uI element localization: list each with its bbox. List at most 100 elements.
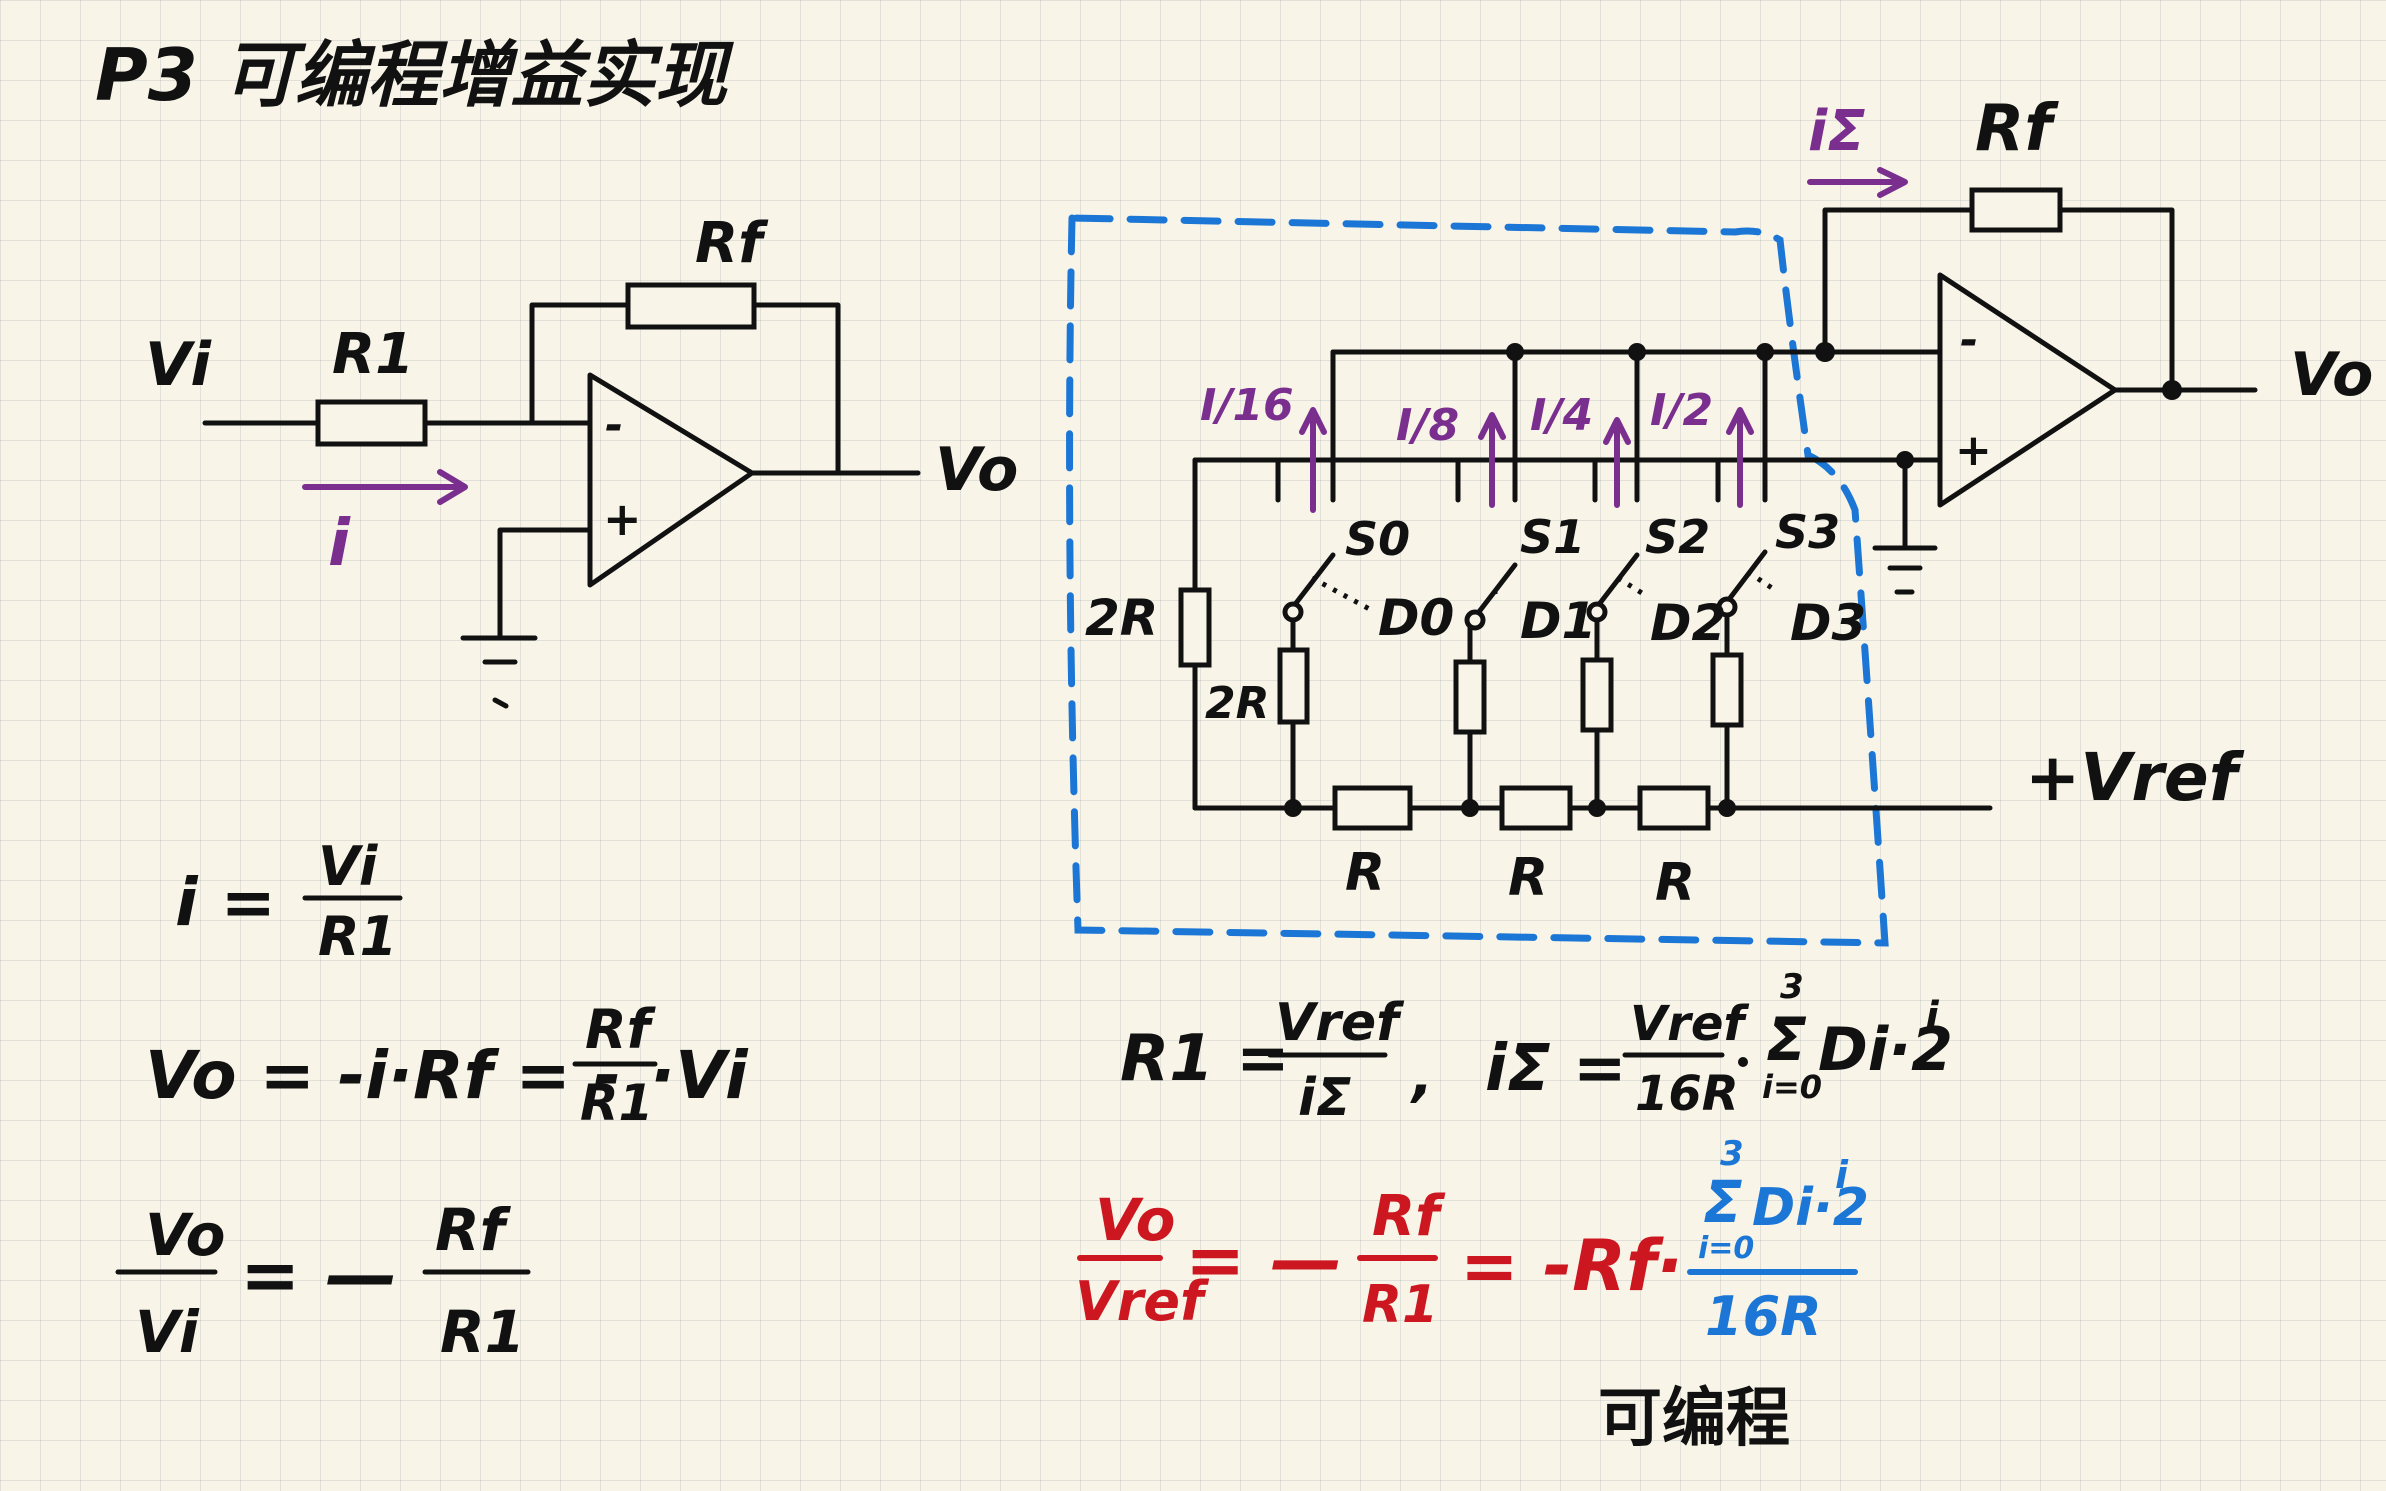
resistor-rf-label: Rf (695, 211, 769, 276)
feedback-left-wire (529, 302, 631, 426)
current-arrow-i8 (1478, 412, 1506, 508)
opamp-plus: + (603, 492, 642, 546)
r-eq1-separator: , (1410, 1044, 1433, 1109)
current-arrow-i (302, 469, 468, 505)
right-equations: R1 = Vref iΣ , iΣ = Vref 16R 3 Σ i=0 Di·… (1075, 967, 1953, 1456)
left-equations: i = Vi R1 Vo = -i·Rf = - Rf R1 ·Vi Vo Vi… (115, 835, 749, 1366)
programmable-note: 可编程 (1598, 1382, 1790, 1456)
junction-dot (1588, 799, 1606, 817)
r-eq3-numerator-2: Rf (1372, 1184, 1446, 1249)
resistor-rf-right-label: Rf (1975, 92, 2059, 166)
r-eq2-lhs: iΣ = (1485, 1032, 1627, 1106)
ladder-r-label-1: R (1345, 843, 1385, 903)
r-eq2-denominator: 16R (1635, 1066, 1739, 1122)
r-eq2-numerator: Vref (1630, 996, 1749, 1052)
r-eq3-equals: = — (1185, 1218, 1342, 1302)
resistor-2r-branch-1 (1453, 659, 1487, 735)
resistor-rf-right (1969, 187, 2063, 233)
resistor-2r-side-label: 2R (1085, 589, 1158, 647)
vref-label: +Vref (2025, 739, 2245, 816)
r-eq2-dot (1738, 1057, 1748, 1067)
current-label-i4: I/4 (1530, 390, 1593, 441)
digit-label-d3: D3 (1790, 594, 1866, 652)
eq2-numerator: Rf (585, 998, 657, 1061)
r-eq2-sum-symbol: Σ (1766, 1005, 1807, 1075)
digit-label-d2: D2 (1650, 594, 1726, 652)
r-eq3-sum-symbol: Σ (1703, 1168, 1743, 1236)
eq1-denominator: R1 (318, 905, 397, 968)
resistor-r1 (315, 399, 428, 447)
switch-label-s2: S2 (1645, 510, 1710, 564)
opamp-triangle-right (1937, 272, 2118, 508)
resistor-rf (625, 282, 757, 330)
r-eq3-denominator-3: 16R (1705, 1285, 1822, 1348)
r-eq3-sum-bottom: i=0 (1698, 1231, 1754, 1266)
resistor-r1-label: R1 (332, 322, 414, 387)
eq1-numerator: Vi (318, 835, 379, 898)
opamp-minus: - (605, 400, 623, 451)
r-eq1-numerator: Vref (1275, 993, 1405, 1053)
ladder-r-label-2: R (1508, 848, 1548, 908)
digit-label-d0: D0 (1378, 589, 1454, 647)
switch-pivot-s1 (1464, 609, 1486, 631)
resistor-2r-branch-0 (1277, 647, 1310, 725)
junction-dot (1628, 343, 1646, 361)
resistor-2r-branch-2 (1580, 657, 1614, 733)
current-label-i2: I/2 (1650, 385, 1713, 436)
r-eq3-denominator-2: R1 (1362, 1275, 1438, 1335)
eq3-denominator: Vi (135, 1298, 200, 1366)
eq3-numerator: Vo (145, 1201, 226, 1269)
output-label: Vo (935, 435, 1018, 505)
eq1-lhs: i = (175, 864, 276, 941)
junction-dot (1284, 799, 1302, 817)
dac-boundary-box (1066, 214, 1889, 947)
switch-control-lines (1310, 569, 1777, 615)
eq2-denominator: R1 (580, 1074, 653, 1132)
opamp-right-plus: + (1955, 425, 1992, 476)
r-eq1-denominator: iΣ (1298, 1068, 1351, 1128)
r-eq3-numerator: Vo (1095, 1186, 1176, 1254)
eq3-denominator-2: R1 (440, 1298, 525, 1366)
ground-symbol-right (1872, 545, 1938, 595)
r-eq3-equals-2: = -Rf· (1460, 1225, 1683, 1307)
junction-dot (1506, 343, 1524, 361)
rf-feedback-left-wire (1822, 207, 1975, 355)
junction-dot (1756, 343, 1774, 361)
current-arrow-i4 (1603, 417, 1631, 508)
eq3-equals: = — (240, 1233, 397, 1317)
feedback-right-wire (751, 302, 841, 476)
junction-dot (2162, 380, 2182, 400)
junction-dot (1718, 799, 1736, 817)
rf-feedback-right-wire (2057, 207, 2175, 393)
feedback-current-label: iΣ (1808, 99, 1865, 164)
opamp-right-minus: - (1960, 315, 1978, 366)
resistor-ladder-r1 (1332, 785, 1413, 831)
output-label-right: Vo (2290, 340, 2373, 410)
current-arrow-i16 (1299, 407, 1327, 513)
current-label-i8: I/8 (1396, 400, 1459, 451)
r-eq3-sum-exponent: i (1835, 1153, 1849, 1197)
switch-label-s3: S3 (1775, 505, 1840, 559)
ground-bus-stubs (1275, 457, 1721, 503)
switch-blade-s2 (1594, 552, 1640, 610)
r-eq2-body: Di·2 (1818, 1015, 1953, 1085)
r-eq2-sum-bottom: i=0 (1762, 1068, 1822, 1106)
r-eq3-sum-top: 3 (1720, 1134, 1744, 1174)
input-label: Vi (145, 330, 212, 400)
switch-label-s0: S0 (1345, 512, 1410, 566)
resistor-2r-branch-3 (1710, 652, 1744, 728)
switch-label-s1: S1 (1520, 510, 1585, 564)
resistor-ladder-r2 (1499, 785, 1573, 831)
current-label-i16: I/16 (1200, 380, 1294, 431)
current-label-i: i (328, 507, 351, 581)
feedback-current-arrow (1807, 167, 1908, 198)
eq2-tail: ·Vi (650, 1037, 749, 1114)
ground-line-3 (492, 697, 509, 709)
noninverting-wire (497, 527, 593, 638)
ladder-r-label-3: R (1655, 853, 1695, 913)
current-arrow-i2 (1726, 407, 1754, 508)
eq2-lhs: Vo = -i·Rf = - (145, 1037, 621, 1114)
r-eq2-exponent: i (1925, 994, 1940, 1040)
